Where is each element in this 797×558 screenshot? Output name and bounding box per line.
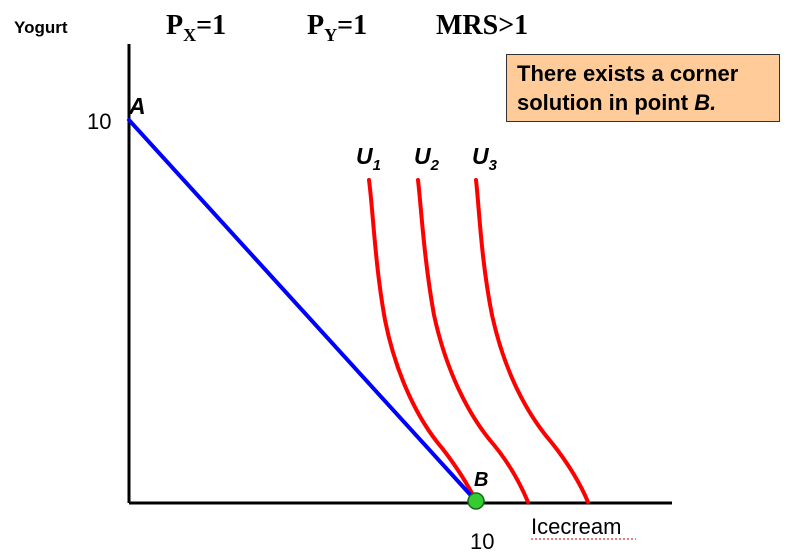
x-axis-label: Icecream: [531, 514, 621, 539]
y-intercept-tick-label: 10: [87, 109, 111, 134]
curve-label-u1: U1: [356, 143, 381, 174]
y-axis-label: Yogurt: [14, 18, 68, 37]
point-a-label: A: [128, 93, 146, 119]
price-x-label: PX=1: [166, 10, 226, 45]
point-b-label: B: [474, 469, 488, 491]
budget-line: [127, 118, 478, 503]
callout-line-2: solution in point B.: [517, 88, 771, 117]
mrs-label: MRS>1: [436, 10, 528, 41]
curve-label-u2: U2: [414, 143, 440, 174]
indifference-curve-u3: [474, 178, 590, 504]
corner-solution-callout: There exists a corner solution in point …: [506, 54, 780, 122]
callout-line-2-text: solution in point: [517, 90, 695, 115]
curve-label-u3: U3: [472, 143, 498, 174]
callout-point-reference: B.: [694, 90, 717, 115]
indifference-curve-u2: [416, 178, 530, 504]
x-intercept-tick-label: 10: [470, 529, 494, 554]
corner-point-b: [467, 492, 485, 510]
indifference-curve-u1: [367, 178, 478, 503]
price-y-label: PY=1: [307, 10, 367, 45]
callout-line-1: There exists a corner: [517, 61, 739, 86]
